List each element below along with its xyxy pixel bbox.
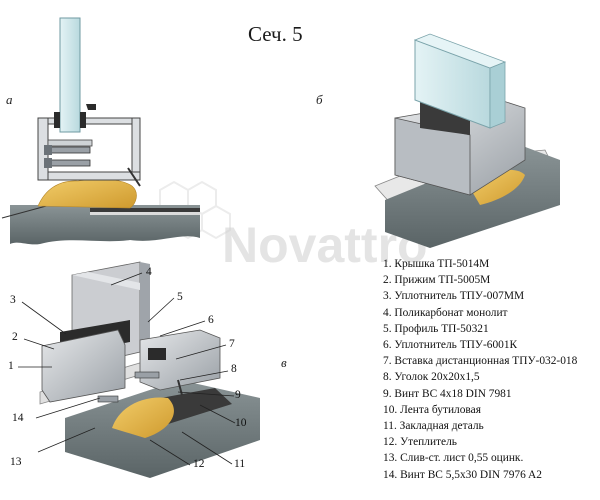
legend-item: 14. Винт ВС 5,5х30 DIN 7976 A2 — [383, 468, 542, 481]
callout-6: 6 — [208, 314, 214, 326]
legend-item: 10. Лента бутиловая — [383, 403, 481, 416]
legend-item: 5. Профиль ТП-50321 — [383, 322, 489, 335]
legend-item: 13. Слив-ст. лист 0,55 оцинк. — [383, 452, 524, 465]
callout-8: 8 — [231, 363, 237, 375]
callout-10: 10 — [235, 417, 247, 429]
section-a-drawing — [1, 17, 200, 245]
section-title: Сеч. 5 — [248, 22, 303, 46]
legend-item: 11. Закладная деталь — [383, 420, 484, 433]
section-b-drawing — [374, 33, 560, 248]
section-c-drawing — [39, 261, 260, 478]
legend-item: 9. Винт ВС 4х18 DIN 7981 — [383, 387, 512, 400]
callout-13: 13 — [10, 456, 22, 468]
callout-3: 3 — [10, 294, 16, 306]
legend-item: 4. Поликарбонат монолит — [383, 306, 508, 319]
panel-label-a: а — [6, 92, 13, 107]
callout-1: 1 — [8, 360, 14, 372]
callout-14: 14 — [12, 412, 24, 424]
legend-item: 8. Уголок 20х20х1,5 — [383, 371, 480, 384]
callout-2: 2 — [12, 331, 18, 343]
screw-icon — [44, 145, 91, 155]
callout-12: 12 — [193, 458, 205, 470]
callout-9: 9 — [235, 389, 241, 401]
legend-item: 6. Уплотнитель ТПУ-6001К — [383, 339, 518, 352]
callout-7: 7 — [229, 338, 235, 350]
panel-label-b: б — [316, 92, 323, 107]
screw-icon — [44, 158, 91, 168]
legend-item: 2. Прижим ТП-5005М — [383, 274, 491, 287]
legend-item: 12. Утеплитель — [383, 436, 457, 449]
callout-11: 11 — [234, 458, 246, 470]
callout-leaders — [18, 272, 236, 466]
panel-label-c: в — [281, 355, 287, 370]
legend-item: 7. Вставка дистанционная ТПУ-032-018 — [383, 355, 578, 368]
callout-5: 5 — [177, 291, 183, 303]
parts-legend: 1. Крышка ТП-5014М 2. Прижим ТП-5005М 3.… — [383, 256, 577, 483]
legend-item: 1. Крышка ТП-5014М — [383, 258, 490, 270]
callout-4: 4 — [146, 266, 152, 278]
legend-item: 3. Уплотнитель ТПУ-007ММ — [383, 290, 525, 303]
